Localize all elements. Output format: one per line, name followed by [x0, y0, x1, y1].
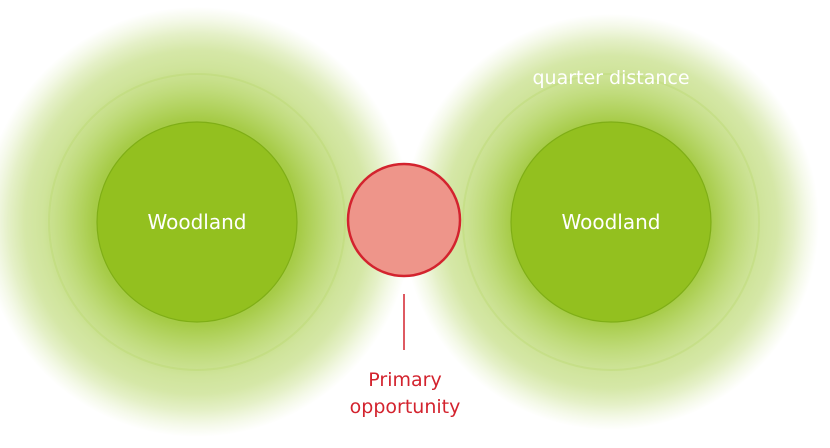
opportunity-label-line1: Primary	[368, 369, 441, 391]
left-woodland-core	[96, 121, 298, 323]
right-woodland-label: Woodland	[562, 210, 661, 234]
quarter-distance-label: quarter distance	[532, 67, 689, 89]
right-woodland-zone: Woodland quarter distance	[403, 14, 819, 430]
primary-opportunity: Primary opportunity	[346, 162, 462, 418]
left-woodland-zone: Woodland	[0, 7, 412, 437]
left-woodland-label: Woodland	[148, 210, 247, 234]
left-middle-ring	[48, 73, 346, 371]
right-woodland-core	[510, 121, 712, 323]
opportunity-label-line2: opportunity	[350, 396, 461, 418]
opportunity-circle	[346, 162, 462, 278]
right-middle-ring	[462, 73, 760, 371]
